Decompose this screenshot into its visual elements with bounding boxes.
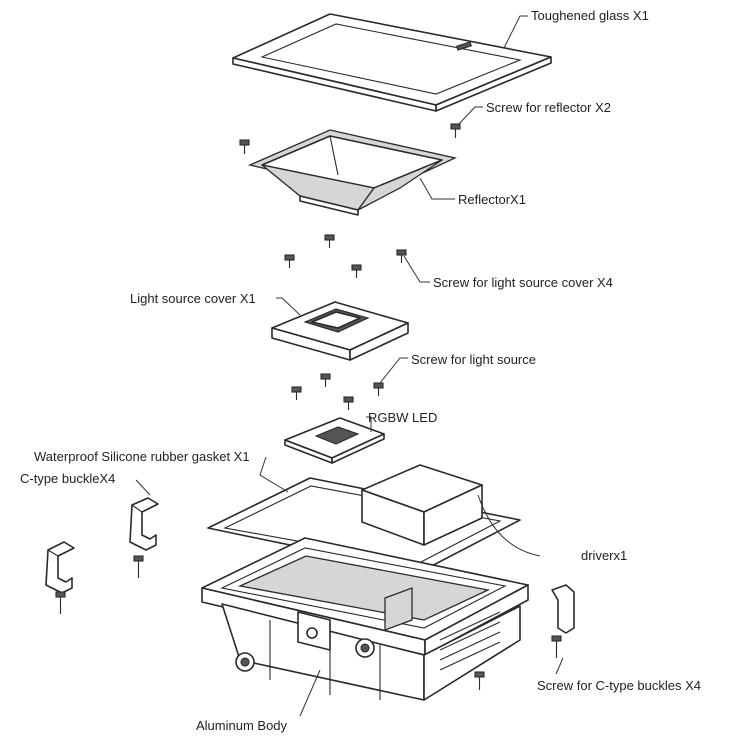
cover-screw	[351, 264, 362, 278]
label-silicone-gasket: Waterproof Silicone rubber gasket X1	[34, 449, 250, 464]
c-type-buckle	[129, 497, 159, 551]
source-screw	[291, 386, 302, 400]
driver-part	[361, 464, 483, 546]
label-rgbw-led: RGBW LED	[368, 410, 437, 425]
label-light-source-cover: Light source cover X1	[130, 291, 256, 306]
reflector-part	[247, 129, 458, 216]
source-screw	[373, 382, 384, 396]
c-type-buckle	[45, 541, 75, 594]
label-c-type-buckle: C-type buckleX4	[20, 471, 115, 486]
rgbw-led-part	[284, 417, 385, 464]
label-driver: driverx1	[581, 548, 627, 563]
cover-screw	[284, 254, 295, 268]
buckle-screw	[551, 635, 562, 658]
label-screw-reflector: Screw for reflector X2	[486, 100, 611, 115]
buckle-screw	[133, 555, 144, 578]
c-type-buckle	[551, 584, 575, 634]
reflector-screw	[239, 139, 250, 154]
source-screw	[343, 396, 354, 410]
label-screw-light-source: Screw for light source	[411, 352, 536, 367]
label-toughened-glass: Toughened glass X1	[531, 8, 649, 23]
light-source-cover-part	[271, 301, 409, 361]
aluminum-body-part	[201, 537, 529, 701]
cover-screw	[396, 249, 407, 263]
label-screw-c-type-buckles: Screw for C-type buckles X4	[537, 678, 701, 693]
toughened-glass-part	[232, 13, 552, 112]
source-screw	[320, 373, 331, 387]
buckle-screw	[474, 671, 485, 690]
label-reflector: ReflectorX1	[458, 192, 526, 207]
buckle-screw	[55, 591, 66, 614]
label-aluminum-body: Aluminum Body	[196, 718, 288, 733]
cover-screw	[324, 234, 335, 248]
reflector-screw	[450, 123, 461, 138]
label-screw-light-source-cover: Screw for light source cover X4	[433, 275, 613, 290]
